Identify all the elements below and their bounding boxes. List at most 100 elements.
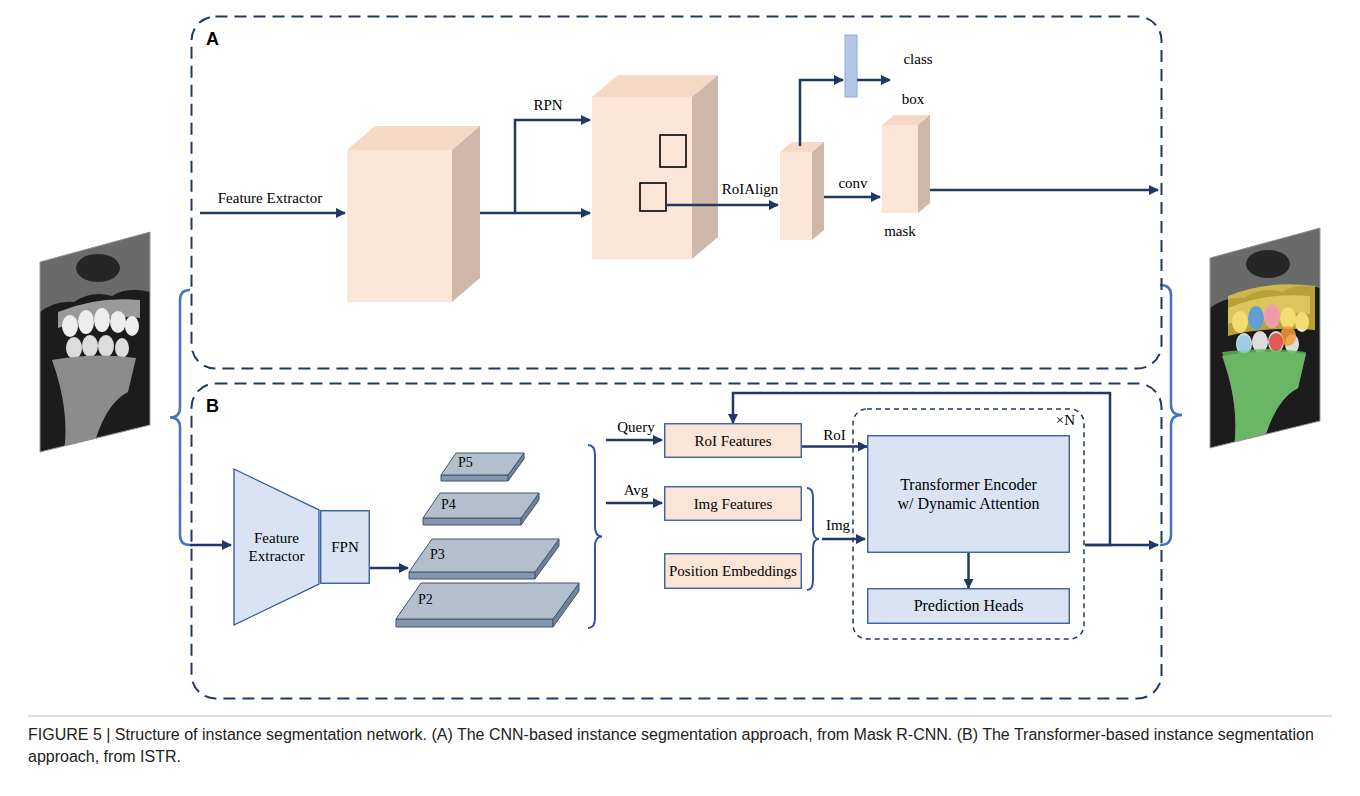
- slab-top: [396, 583, 579, 619]
- slab-front: [409, 572, 535, 579]
- ct-slice-output: [1210, 228, 1320, 448]
- feature-map-cube: [918, 115, 930, 213]
- process-box-shape: [867, 435, 1070, 553]
- box-outline: [868, 436, 1070, 553]
- bracket: [1160, 285, 1182, 545]
- annotation-label: mask: [884, 223, 916, 240]
- feature-slab-shape: [440, 452, 525, 482]
- ct-slice-output: [1208, 222, 1324, 452]
- flow-arrow: [930, 189, 1158, 192]
- annotation-label: RPN: [533, 97, 562, 114]
- feature-map-cube: [812, 142, 824, 240]
- flow-arrow: [824, 196, 880, 199]
- node-text: B: [206, 396, 219, 418]
- feature-map-cube: [347, 150, 452, 302]
- slab-top: [441, 453, 524, 475]
- flow-arrow: [857, 79, 890, 82]
- process-box: Position Embeddings: [664, 553, 802, 589]
- process-box: FPN: [320, 510, 370, 584]
- panel-frame: B Feature Extractor FPN P5P4P3P2 RoI Feature…: [190, 382, 1163, 700]
- flow-arrow: [200, 212, 345, 215]
- process-box: Transformer Encoder w/ Dynamic Attention: [867, 435, 1070, 553]
- bracket: [588, 445, 819, 628]
- annotation-label: conv: [838, 175, 867, 192]
- ct-slice-output: [1269, 333, 1283, 351]
- feature-map-cube: [592, 97, 692, 259]
- box-outline: [321, 511, 370, 584]
- flow-arrow: [666, 204, 778, 207]
- node-text: A: [206, 29, 219, 51]
- flow-arrow: [515, 120, 590, 213]
- slab-top: [423, 493, 539, 518]
- ct-slice-output: [1208, 222, 1324, 452]
- feature-slab: P3: [408, 538, 560, 580]
- node-text: P5: [458, 455, 473, 472]
- bracket: [588, 445, 602, 628]
- ct-slice-output: [1228, 284, 1315, 336]
- panel-outline: [192, 384, 1162, 699]
- ct-slice-input: [38, 226, 154, 456]
- annotation-label: Avg: [624, 482, 649, 499]
- slab-top: [409, 539, 559, 572]
- feature-slab: P2: [395, 582, 580, 628]
- feature-map-cube: [347, 126, 480, 302]
- node-text: RoI Features: [694, 432, 771, 450]
- figure-caption: FIGURE 5 | Structure of instance segment…: [28, 724, 1332, 769]
- annotation-label: RoIAlign: [722, 181, 779, 198]
- trapezoid-block-shape: [233, 468, 320, 626]
- feature-map-cube: [780, 152, 812, 240]
- node-text: P4: [441, 497, 456, 514]
- feature-map-cube: [692, 75, 718, 259]
- caption-rule: [28, 716, 1332, 717]
- box-outline: [665, 487, 802, 521]
- annotation-label: class: [903, 51, 932, 68]
- slab-front: [423, 518, 521, 525]
- node-text: Img Features: [694, 495, 773, 513]
- feature-map-cube: [882, 115, 930, 213]
- panel-frame-shape: [190, 15, 1163, 370]
- node-text: FPN: [331, 538, 359, 556]
- ct-slice-output: [1208, 222, 1324, 452]
- flow-arrow: [480, 212, 590, 215]
- annotation-label: Img: [826, 517, 850, 534]
- node-text: Feature Extractor: [237, 529, 316, 565]
- connector-arrow: [802, 445, 867, 448]
- bracket: [170, 285, 1182, 545]
- feature-map-cube: [882, 125, 918, 213]
- feature-slab-shape: [422, 492, 540, 526]
- feature-slab: P5: [440, 452, 525, 482]
- ct-slice-frame: [40, 232, 150, 452]
- feature-map-cube: [640, 183, 666, 211]
- slab-front: [441, 475, 508, 481]
- node-text: Transformer Encoder w/ Dynamic Attention: [893, 475, 1045, 513]
- edge-label: RoI: [821, 426, 848, 443]
- panel-outline: [192, 17, 1162, 369]
- connector-arrow: [370, 567, 408, 570]
- panel-frame: A: [190, 15, 1163, 370]
- flow-arrow: [800, 80, 843, 146]
- connector-arrow: [967, 553, 970, 588]
- node-text: ×N: [1056, 411, 1075, 429]
- feature-map-cube: [592, 75, 718, 259]
- ct-slice-input: [38, 226, 154, 456]
- repeat-outline: [853, 409, 1084, 639]
- process-box: Prediction Heads: [867, 588, 1070, 624]
- trapezoid-outline: [234, 469, 319, 625]
- annotation-label: Query: [617, 419, 655, 436]
- box-outline: [868, 589, 1070, 624]
- box-outline: [665, 424, 802, 458]
- ct-slice-output: [1248, 306, 1264, 330]
- ct-slice-output: [1222, 349, 1306, 448]
- bracket: [807, 488, 819, 590]
- annotation-label: Feature Extractor: [218, 190, 323, 207]
- ct-slice-output: [1237, 335, 1251, 353]
- feature-slab: P4: [422, 492, 540, 526]
- ct-slice-output: [1264, 304, 1280, 328]
- bracket: [170, 290, 190, 545]
- box-outline: [665, 554, 802, 589]
